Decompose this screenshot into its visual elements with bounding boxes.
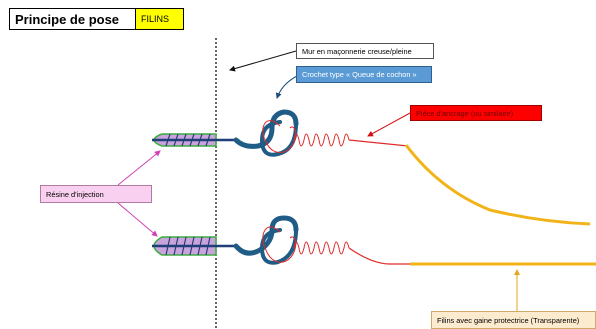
label-anchor: Pièce d'ancrage (ou similaire) — [410, 105, 542, 121]
arrow-resin-bottom — [117, 202, 158, 237]
anchor-tail-top — [348, 139, 409, 147]
pigtail-hook-top — [233, 109, 299, 149]
arrow-anchor — [367, 112, 411, 137]
label-wall: Mur en maçonnerie creuse/pleine — [296, 43, 434, 59]
anchor-spring-bottom — [293, 241, 350, 255]
label-wire: Filins avec gaine protectrice (Transpare… — [431, 311, 596, 329]
label-hook: Crochet type « Queue de cochon » — [296, 66, 432, 83]
anchor-loop-bottom — [262, 226, 297, 263]
arrow-resin-top — [117, 150, 161, 186]
arrow-wall — [229, 50, 297, 72]
pigtail-curl-top — [259, 120, 298, 157]
page-title: Principe de pose — [15, 11, 120, 27]
anchor-assembly-top — [152, 109, 591, 226]
label-resin: Résine d'injection — [40, 185, 152, 203]
title-tag: FILINS — [135, 9, 183, 29]
title-box: Principe de pose FILINS — [9, 8, 184, 30]
pigtail-curl-bottom — [259, 228, 298, 265]
anchor-assembly-bottom — [152, 215, 596, 266]
anchor-spring-top — [293, 133, 350, 147]
anchor-loop-top — [262, 120, 297, 153]
anchor-tail-bottom — [348, 247, 410, 265]
arrow-hook — [275, 75, 298, 99]
wire-top — [404, 144, 591, 226]
